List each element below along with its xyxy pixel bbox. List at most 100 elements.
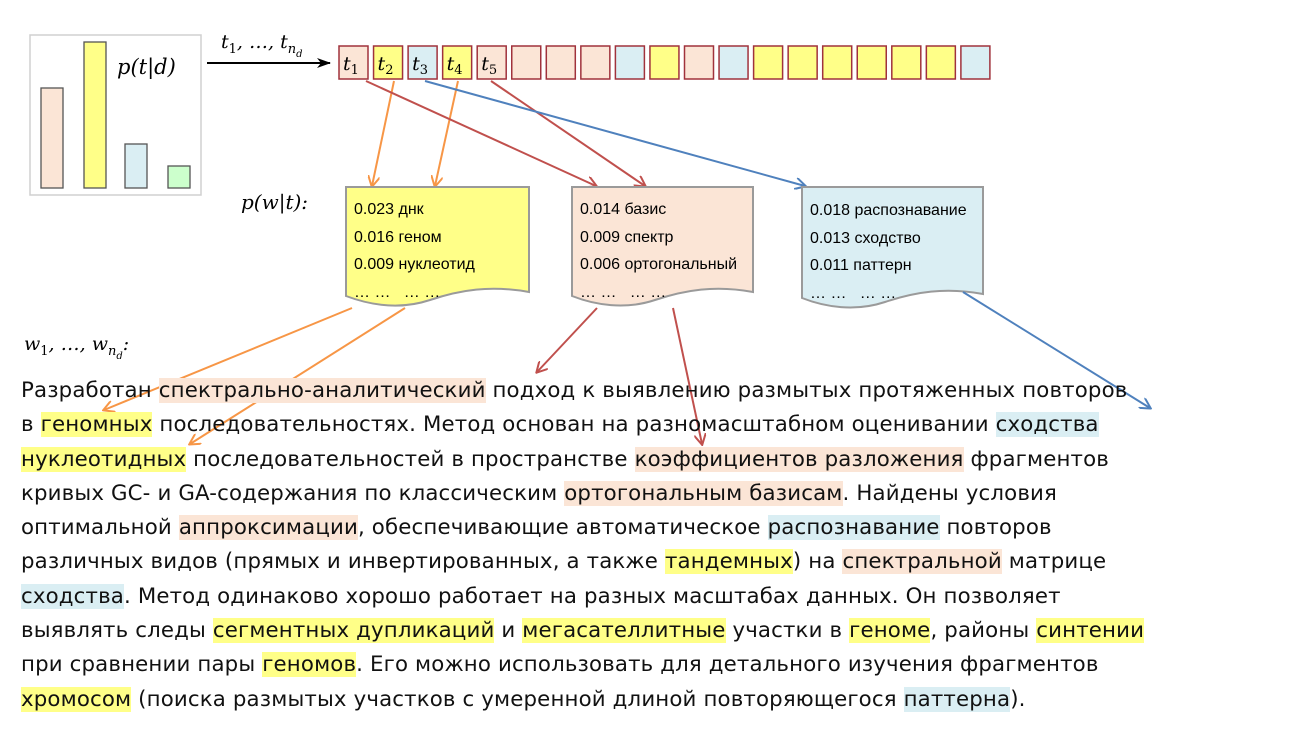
abstract-text: ) на [792,549,843,575]
highlighted-term-yellow: нуклеотидных [21,446,187,472]
topic-word-row: … … … … [580,283,667,301]
highlighted-term-yellow: геномных [40,412,153,438]
abstract-line: нуклеотидных последовательностей в прост… [21,443,1286,477]
topic-token-box [614,45,646,80]
topic-token-box [511,45,542,80]
topic-token-box [649,45,680,80]
abstract-line: различных видов (прямых и инвертированны… [21,545,1286,579]
highlighted-term-yellow: синтении [1036,618,1145,644]
abstract-text: , районы [930,618,1037,644]
topic-word-row: … … … … [354,283,441,301]
topic-card-spectral [571,186,754,307]
abstract-text: и [494,618,523,644]
abstract-text: подход к выявлению размытых протяженных … [485,378,1128,403]
histogram-bar [124,143,148,189]
topic-token-box [718,45,749,80]
abstract-line: при сравнении пары геномов. Его можно ис… [21,648,1286,682]
abstract-text: различных видов (прямых и инвертированны… [21,549,665,575]
abstract-line: оптимальной аппроксимации, обеспечивающи… [21,511,1286,545]
abstract-line: Разработан спектрально-аналитический под… [21,374,1286,408]
highlighted-term-peach: спектральной [842,549,1002,575]
highlighted-term-yellow: геноме [849,618,931,644]
histogram-bar [167,165,191,189]
topic-token-box [925,45,957,80]
abstract-text: матрице [1001,549,1107,575]
abstract-paragraph: Разработан спектрально-аналитический под… [21,374,1286,717]
abstract-text: выявлять следы [21,618,213,644]
abstract-text: последовательностей в пространстве [186,446,635,472]
abstract-text: участки в [725,618,850,644]
sequence-label: t1, …, tnd [221,31,303,60]
highlighted-term-yellow: мегасателлитные [522,618,726,644]
topic-token-box [891,45,922,80]
topic-word-row: … … … … [810,284,897,302]
abstract-text: фрагментов [963,446,1109,472]
highlighted-term-peach: спектрально-аналитический [158,378,486,403]
topic-word-row: 0.014 базис [580,201,667,218]
highlighted-term-yellow: геномов [262,652,357,678]
ptd-label: p(t|d) [117,55,176,80]
abstract-text: ). [1010,686,1026,712]
abstract-text: повторов [939,515,1052,541]
abstract-text: . Его можно использовать для детального … [356,652,1099,678]
abstract-text: . Метод одинаково хорошо работает на раз… [123,583,1061,609]
highlighted-term-yellow: тандемных [664,549,793,575]
topic-words-genome: 0.023 днк 0.016 геном 0.009 нуклеотид … … [354,196,475,306]
topic-word-row: 0.006 ортогональный [580,256,738,273]
topic-token-box: t5 [476,45,507,80]
highlighted-term-peach: ортогональным базисам [564,480,843,506]
pwt-label: p(w|t): [241,190,308,215]
highlighted-term-yellow: сегментных дупликаций [212,618,495,644]
highlighted-term-yellow: хромосом [21,686,132,712]
topic-token-box: t2 [372,45,404,80]
highlighted-term-peach: коэффициентов разложения [634,446,964,472]
topic-token-box: t3 [407,45,438,80]
topic-words-recognition: 0.018 распознавание 0.013 сходство 0.011… [810,197,967,307]
abstract-text: в [21,412,41,438]
histogram-bar [40,87,64,189]
topic-token-box [960,45,991,80]
topic-token-box [821,45,853,80]
topic-distribution-histogram: p(t|d) [29,34,202,196]
word-arrows [104,291,1150,444]
topic-words-spectral: 0.014 базис 0.009 спектр 0.006 ортогонал… [580,196,737,306]
abstract-line: выявлять следы сегментных дупликаций и м… [21,614,1286,648]
topic-token-box [545,45,577,80]
abstract-text: при сравнении пары [21,652,263,678]
topic-token-box [856,45,887,80]
highlighted-term-blue: сходства [995,412,1099,438]
abstract-line: хромосом (поиска размытых участков с уме… [21,683,1286,717]
topic-token-box: t4 [441,45,473,80]
words-label: w1, …, wnd: [24,333,129,362]
abstract-text: Разработан [21,378,159,403]
topic-card-genome [345,186,530,307]
topic-word-row: 0.018 распознавание [810,202,967,219]
topic-arrows [365,80,805,186]
topic-token-box [580,45,611,80]
topic-token-box: t1 [338,45,369,80]
topic-token-box [683,45,715,80]
topic-token-box [787,45,818,80]
abstract-line: в геномных последовательностях. Метод ос… [21,408,1286,442]
abstract-text: кривых GC- и GA-содержания по классическ… [21,480,565,506]
abstract-text: последовательностях. Метод основан на ра… [152,412,996,438]
histogram-bar [83,41,107,189]
abstract-text: (поиска размытых участков с умеренной дл… [131,686,904,712]
topic-word-row: 0.016 геном [354,228,442,246]
topic-word-row: 0.009 спектр [580,228,674,246]
abstract-line: кривых GC- и GA-содержания по классическ… [21,477,1286,511]
highlighted-term-blue: паттерна [903,686,1011,712]
topic-word-row: 0.023 днк [354,201,424,218]
highlighted-term-blue: сходства [21,583,124,609]
topic-word-row: 0.013 сходство [810,229,921,247]
abstract-text: оптимальной [21,515,179,541]
abstract-text: . Найдены условия [842,480,1057,506]
topic-token-box [752,45,784,80]
topic-word-row: 0.011 паттерн [810,257,912,274]
abstract-text: , обеспечивающие автоматическое [357,515,768,541]
highlighted-term-blue: распознавание [767,515,940,541]
topic-word-row: 0.009 нуклеотид [354,256,475,273]
abstract-line: сходства. Метод одинаково хорошо работае… [21,580,1286,614]
